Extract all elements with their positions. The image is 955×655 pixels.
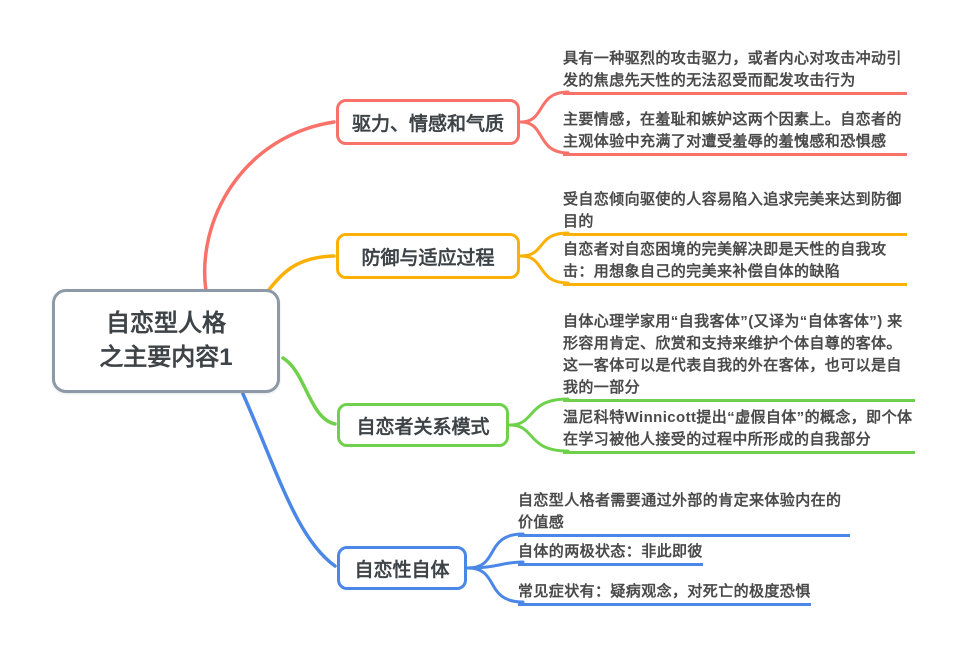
leaf-node[interactable]: 受自恋倾向驱使的人容易陷入追求完美来达到防御目的	[563, 189, 907, 236]
branch-label: 防御与适应过程	[361, 247, 495, 269]
branch-node-narcissistic-self[interactable]: 自恋性自体	[337, 546, 467, 590]
branch-node-drive-emotion-temperament[interactable]: 驱力、情感和气质	[336, 99, 520, 145]
connector-branch4-leaf3	[466, 566, 525, 604]
connector-central-to-branch-4	[241, 392, 337, 568]
leaf-node[interactable]: 自恋者对自恋困境的完美解决即是天性的自我攻击：用想象自己的完美来补偿自体的缺陷	[563, 239, 907, 286]
leaf-node[interactable]: 自恋型人格者需要通过外部的肯定来体验内在的价值感	[518, 490, 850, 537]
leaf-node[interactable]: 常见症状有：疑病观念，对死亡的极度恐惧	[518, 581, 811, 606]
branch-node-defense-adaptation[interactable]: 防御与适应过程	[336, 233, 520, 279]
connector-central-to-branch-2	[266, 254, 336, 293]
connector-central-to-branch-1	[203, 120, 336, 293]
connector-branch2-leaf2	[519, 254, 570, 285]
connector-central-to-branch-3	[281, 356, 337, 426]
leaf-node[interactable]: 具有一种驱烈的攻击驱力，或者内心对攻击冲动引发的焦虑先天性的无法忍受而配发攻击行…	[563, 48, 907, 95]
leaf-node[interactable]: 自体的两极状态：非此即彼	[518, 541, 703, 566]
branch-label: 自恋者关系模式	[356, 416, 490, 438]
connector-branch3-leaf2	[508, 423, 570, 453]
central-topic-line2: 之主要内容1	[99, 344, 233, 371]
connector-branch2-leaf1	[519, 231, 570, 258]
connector-branch1-leaf2	[519, 120, 570, 155]
branch-label: 驱力、情感和气质	[351, 113, 504, 135]
connector-branch1-leaf1	[519, 90, 570, 124]
connector-branch3-leaf1	[508, 397, 570, 427]
leaf-node[interactable]: 主要情感，在羞耻和嫉妒这两个因素上。自恋者的主观体验中充满了对遭受羞辱的羞愧感和…	[563, 109, 907, 156]
leaf-node[interactable]: 自体心理学家用“自我客体”(又译为“自体客体”) 来形容用肯定、欣赏和支持来维护…	[563, 311, 915, 402]
branch-node-relationship-pattern[interactable]: 自恋者关系模式	[337, 403, 509, 447]
central-topic-line1: 自恋型人格	[106, 310, 226, 337]
branch-label: 自恋性自体	[354, 559, 450, 581]
connector-branch4-leaf2	[466, 560, 525, 570]
leaf-node[interactable]: 温尼科特Winnicott提出“虚假自体”的概念，即个体在学习被他人接受的过程中…	[563, 407, 915, 454]
central-topic-node[interactable]: 自恋型人格 之主要内容1	[52, 289, 280, 393]
